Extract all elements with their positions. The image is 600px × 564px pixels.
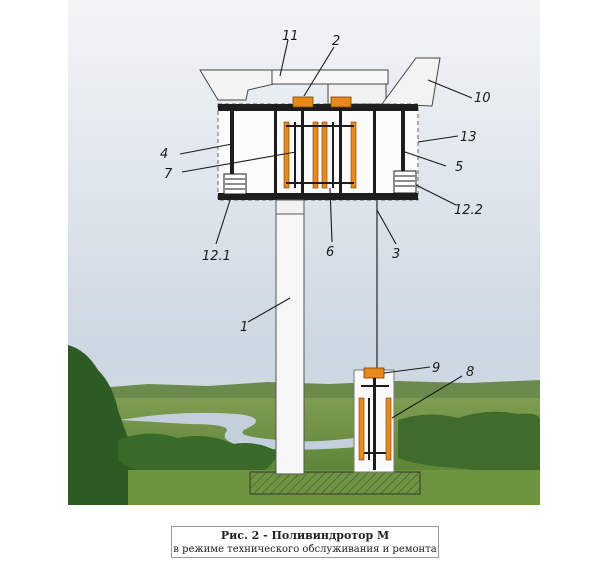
rotor-blade-3	[312, 121, 319, 189]
label-12-2: 12.2	[454, 203, 483, 218]
label-10: 10	[474, 91, 491, 106]
diagram-svg: 11 2 10 13 5 4 7 12.2 12.1 6 3 1 9 8	[68, 0, 540, 505]
leader-12-2	[415, 184, 457, 206]
leader-7	[181, 151, 297, 173]
label-7: 7	[164, 167, 173, 182]
generator-right	[330, 96, 352, 108]
label-3: 3	[392, 247, 400, 262]
label-11: 11	[282, 29, 299, 44]
label-12-1: 12.1	[202, 249, 231, 264]
lowered-module-shaft	[373, 378, 376, 470]
label-9: 9	[432, 361, 440, 376]
diagram-figure: 11 2 10 13 5 4 7 12.2 12.1 6 3 1 9 8	[68, 0, 540, 505]
ground-foundation	[249, 471, 421, 495]
leader-9	[383, 366, 431, 374]
right-post	[401, 111, 405, 173]
lower-beam	[218, 193, 418, 200]
label-4: 4	[160, 147, 168, 162]
lowered-module-blade-mid	[368, 398, 370, 460]
rotor-blade-5	[332, 122, 334, 188]
leader-4	[179, 143, 233, 155]
rotor-blade-1	[283, 121, 290, 189]
rotor-blade-4	[321, 121, 328, 189]
tree-cluster-right	[398, 411, 540, 472]
label-2: 2	[332, 34, 340, 49]
roof-top-plate	[271, 69, 389, 85]
lowered-module-crossbar-top	[361, 385, 389, 387]
label-5: 5	[455, 160, 463, 175]
label-13: 13	[460, 130, 477, 145]
figure-caption: Рис. 2 - Поливиндротор М в режиме технич…	[171, 526, 439, 558]
rotor-blade-2	[294, 122, 296, 188]
leader-11	[279, 39, 289, 77]
leader-2	[303, 46, 335, 97]
label-8: 8	[466, 365, 474, 380]
upper-beam	[218, 104, 418, 111]
rotor-crossbar-bottom	[286, 182, 354, 184]
leader-5	[404, 151, 447, 167]
inner-post-right	[373, 111, 376, 193]
caption-title: Рис. 2 - Поливиндротор М	[220, 529, 390, 542]
leader-10	[427, 79, 473, 99]
lowered-module-blade-left	[358, 397, 365, 461]
leader-1	[247, 297, 291, 323]
counterweight-right	[393, 170, 417, 194]
leader-3	[376, 209, 397, 245]
leader-13	[417, 135, 459, 143]
label-1: 1	[240, 320, 248, 335]
tree-cluster-mid	[118, 433, 278, 480]
lowered-module-generator	[363, 367, 385, 379]
rotor-crossbar-top	[286, 125, 354, 127]
leader-6	[329, 187, 333, 243]
rotor-blade-6	[350, 121, 357, 189]
rotor-shaft-right	[339, 111, 342, 193]
left-post	[230, 104, 234, 200]
generator-left	[292, 96, 314, 108]
river	[120, 412, 368, 450]
label-6: 6	[326, 245, 334, 260]
inner-post-left	[274, 111, 277, 193]
lowered-module-crossbar-bottom	[361, 452, 389, 454]
tower-head	[275, 199, 305, 215]
leader-8	[391, 375, 463, 419]
caption-subtitle: в режиме технического обслуживания и рем…	[173, 544, 437, 555]
tower-column	[275, 211, 305, 475]
rotor-shaft-left	[301, 111, 304, 193]
lowered-module-blade-right	[385, 397, 392, 461]
leader-12-1	[215, 193, 233, 245]
